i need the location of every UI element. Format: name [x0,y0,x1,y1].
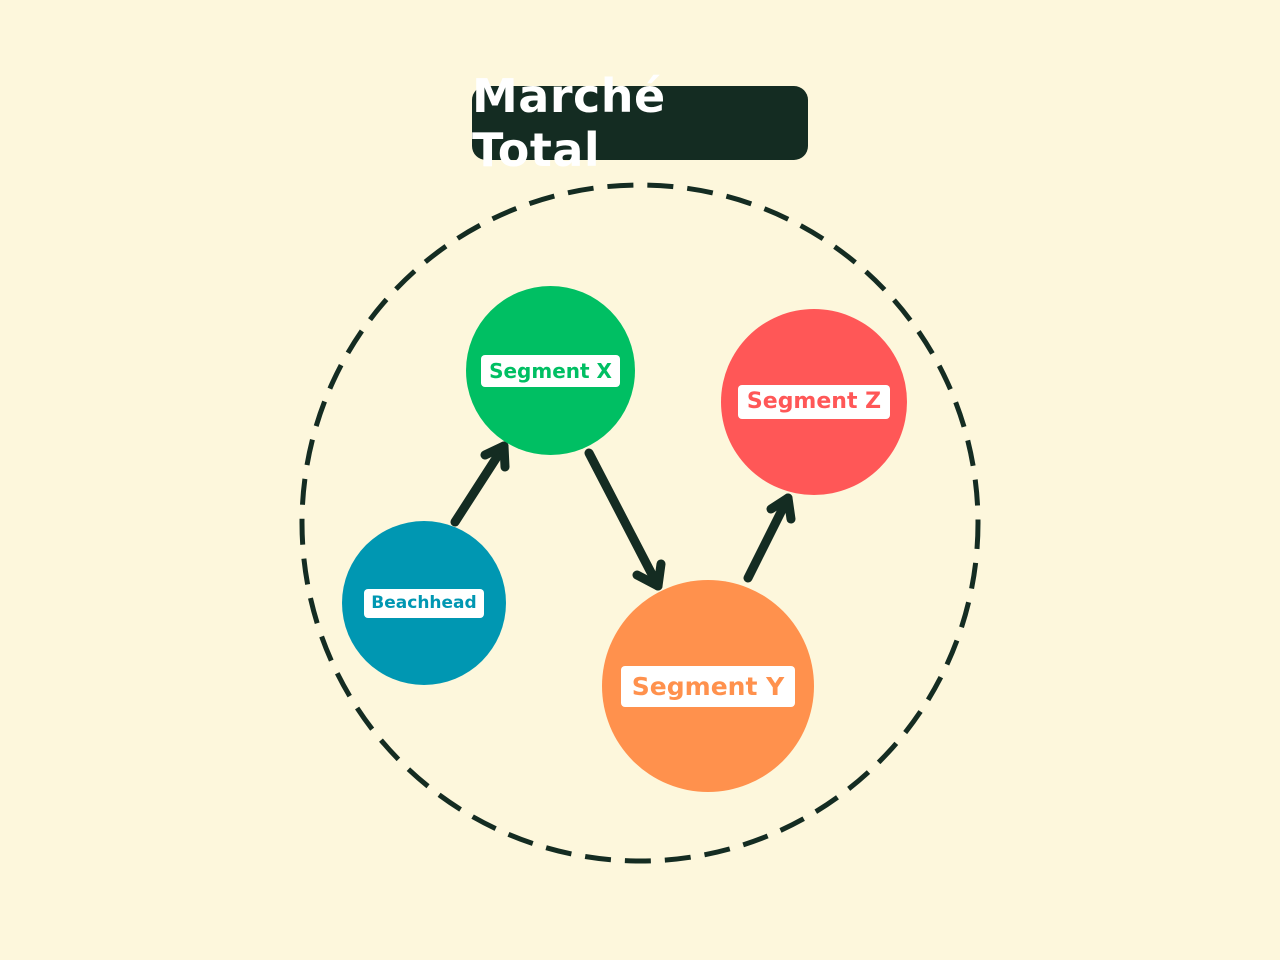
page-title-text: Marché Total [472,69,666,177]
arrow-segment-y-to-segment-z [743,493,796,583]
segment-z-circle: Segment Z [721,309,907,495]
page-title: Marché Total [472,69,808,177]
segment-x-circle: Segment X [466,286,635,455]
segment-y-circle: Segment Y [602,580,814,792]
segment-beachhead-circle: Beachhead [342,521,506,685]
total-market-boundary [299,182,981,864]
segment-y-label: Segment Y [620,665,796,707]
arrow-beachhead-to-segment-x [450,441,510,527]
segment-z-label: Segment Z [737,385,891,419]
segment-x-label: Segment X [481,354,620,387]
arrow-segment-x-to-segment-y [584,448,666,591]
segment-beachhead-label: Beachhead [364,588,484,618]
